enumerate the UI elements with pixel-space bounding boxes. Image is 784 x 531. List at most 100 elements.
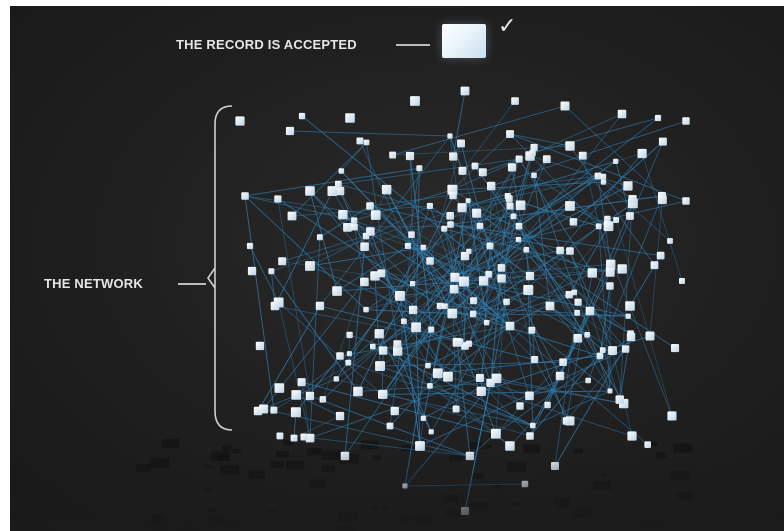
network-node	[235, 116, 245, 126]
network-node	[366, 227, 375, 236]
network-node	[378, 389, 388, 399]
network-node	[606, 259, 616, 269]
network-node	[377, 269, 386, 278]
network-link	[348, 362, 533, 427]
network-link	[430, 301, 507, 433]
network-link	[374, 205, 511, 277]
network-node	[356, 137, 364, 145]
network-link	[319, 135, 451, 307]
network-node	[606, 282, 614, 290]
network-link	[364, 198, 510, 248]
network-link	[619, 199, 633, 400]
network-link	[554, 336, 632, 467]
network-node	[584, 332, 590, 338]
network-node	[411, 322, 421, 333]
network-link	[615, 161, 631, 217]
network-node	[276, 432, 284, 440]
network-link	[349, 224, 451, 354]
network-node	[370, 271, 380, 281]
network-node	[491, 428, 501, 439]
network-node	[420, 244, 427, 251]
network-link	[403, 321, 421, 447]
network-node	[338, 168, 345, 174]
network-node	[511, 97, 519, 105]
network-node	[287, 211, 297, 221]
network-node	[505, 321, 515, 331]
network-node	[447, 221, 454, 228]
network-link	[549, 305, 579, 339]
network-node	[274, 383, 285, 393]
network-node	[506, 130, 514, 138]
network-node	[516, 402, 524, 410]
network-link	[533, 175, 551, 307]
network-link	[532, 117, 659, 154]
network-link	[452, 313, 629, 317]
network-graph	[10, 86, 784, 531]
network-link	[509, 133, 571, 147]
network-node	[436, 302, 444, 310]
network-node	[416, 165, 423, 172]
network-node	[426, 202, 433, 209]
network-link	[344, 281, 465, 457]
network-node	[679, 278, 685, 284]
network-link	[554, 302, 579, 467]
network-node	[460, 86, 470, 96]
network-node	[268, 268, 275, 275]
network-node	[600, 173, 607, 180]
network-link	[369, 175, 599, 207]
network-link	[461, 160, 616, 209]
network-link	[509, 133, 687, 202]
network-node	[410, 96, 420, 106]
network-node	[573, 334, 583, 343]
network-node	[255, 341, 265, 351]
network-node	[476, 222, 484, 230]
network-link	[357, 382, 491, 392]
network-link	[468, 147, 535, 344]
network-link	[641, 153, 683, 282]
network-node	[565, 141, 575, 151]
network-link	[520, 152, 534, 206]
network-link	[365, 204, 521, 311]
network-link	[490, 185, 626, 350]
network-node	[617, 109, 627, 119]
network-link	[527, 289, 534, 426]
network-node	[531, 356, 539, 364]
network-node	[657, 195, 667, 205]
network-link	[278, 302, 383, 395]
network-node	[449, 285, 459, 294]
network-link	[615, 219, 673, 417]
network-node	[476, 386, 486, 396]
checkmark-icon: ✓	[498, 14, 517, 39]
network-node	[510, 213, 517, 220]
network-link	[322, 281, 365, 400]
network-node	[465, 340, 473, 347]
network-node	[625, 313, 631, 319]
network-node	[450, 272, 460, 282]
network-node	[671, 344, 680, 353]
network-link	[277, 198, 441, 307]
network-link	[525, 249, 536, 360]
network-node	[562, 417, 571, 425]
network-node	[506, 202, 514, 210]
network-link	[309, 190, 348, 228]
network-link	[336, 245, 409, 292]
network-node	[333, 376, 339, 382]
network-link	[569, 145, 655, 266]
network-link	[447, 249, 527, 377]
network-link	[461, 176, 604, 209]
network-link	[476, 212, 519, 240]
network-link	[566, 348, 626, 422]
network-link	[450, 224, 661, 257]
network-node	[585, 306, 595, 316]
network-link	[444, 175, 599, 307]
network-link	[496, 377, 624, 404]
network-link	[369, 205, 490, 275]
network-node	[608, 346, 617, 355]
network-node	[605, 267, 615, 277]
reflection-shadow	[360, 440, 379, 450]
network-node	[270, 406, 278, 414]
network-link	[274, 190, 333, 307]
network-node	[393, 340, 402, 349]
network-node	[528, 326, 536, 334]
network-node	[587, 268, 597, 278]
